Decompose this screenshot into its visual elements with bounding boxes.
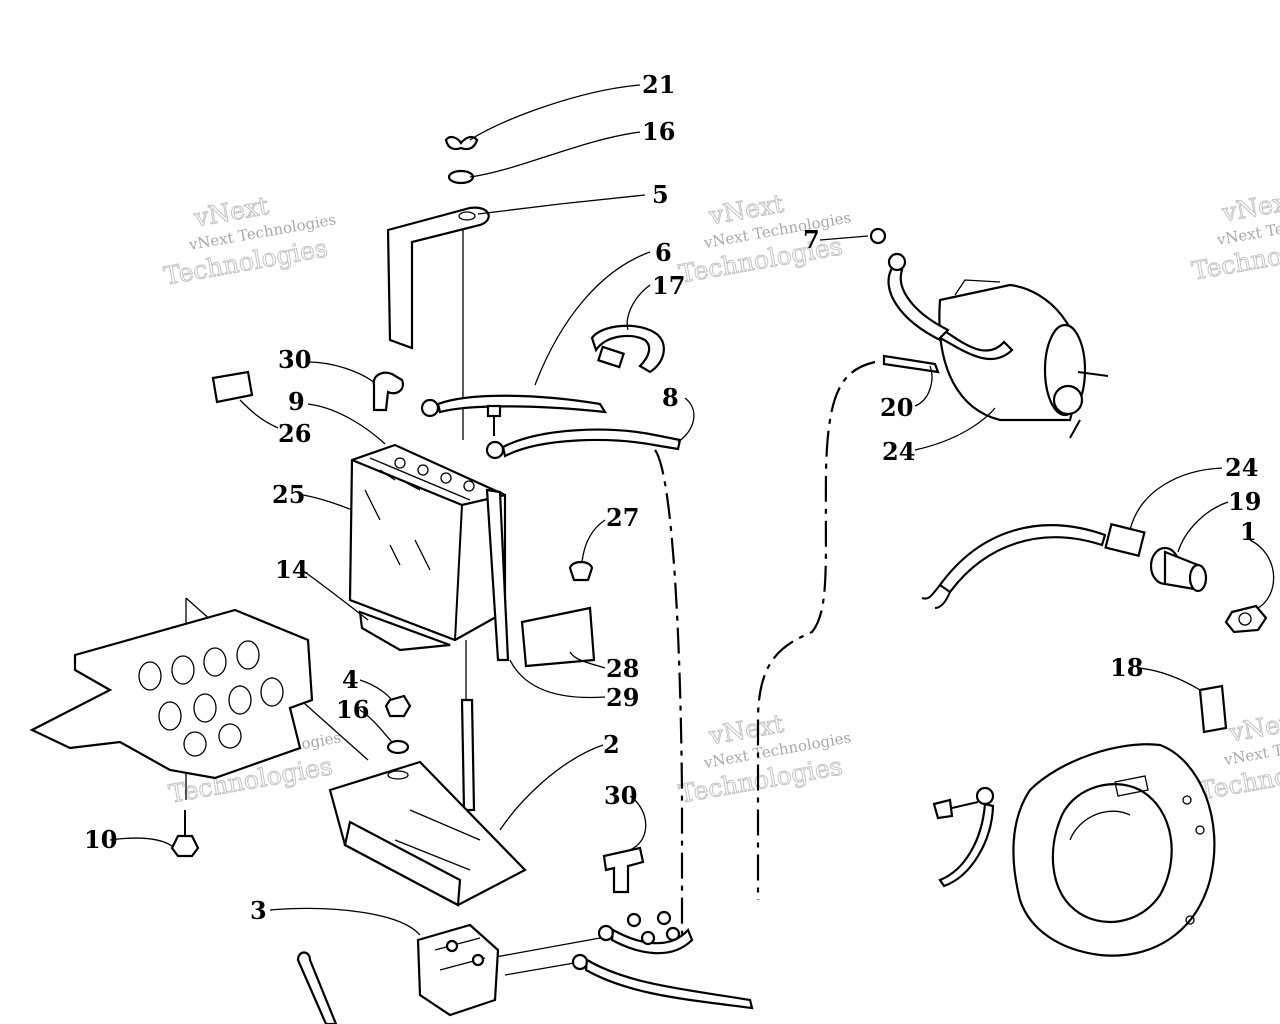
callout-18: 18 — [1110, 653, 1143, 682]
battery — [348, 443, 507, 642]
recoil-housing — [1012, 743, 1216, 957]
callout-1: 1 — [1240, 517, 1257, 546]
hold-down-bracket — [386, 206, 490, 350]
hex-bolt — [170, 810, 200, 858]
callout-2: 2 — [603, 730, 620, 759]
vent-tube-clip — [568, 560, 594, 582]
callout-16: 16 — [336, 695, 369, 724]
solenoid-cables — [571, 910, 754, 1010]
callout-10: 10 — [84, 825, 117, 854]
callout-24: 24 — [1225, 453, 1258, 482]
callout-6: 6 — [655, 238, 672, 267]
ground-cable — [932, 786, 995, 888]
foam-pad — [520, 606, 596, 668]
terminal-bolt — [486, 404, 502, 436]
callout-19: 19 — [1228, 487, 1261, 516]
hose-clamp — [590, 324, 665, 374]
starter-lead — [882, 354, 940, 374]
washer — [386, 739, 410, 755]
terminal-boot — [372, 371, 404, 412]
wiring-harness — [921, 522, 1146, 609]
callout-29: 29 — [606, 683, 639, 712]
callout-labels: 21 16 5 6 17 7 30 9 26 8 20 24 25 27 14 … — [84, 70, 1261, 925]
callout-27: 27 — [606, 503, 639, 532]
callout-25: 25 — [272, 480, 305, 509]
starter-motor — [887, 252, 1109, 439]
callout-24: 24 — [882, 437, 915, 466]
mounting-stud — [460, 698, 476, 812]
watermark-stamp: vNext — [1226, 706, 1280, 748]
callout-3: 3 — [250, 896, 267, 925]
callout-9: 9 — [288, 387, 305, 416]
harness-dashed-line — [756, 360, 876, 900]
decal — [1198, 684, 1228, 734]
battery-cable-negative — [485, 428, 682, 460]
callout-4: 4 — [342, 665, 359, 694]
callout-28: 28 — [606, 654, 639, 683]
starter-solenoid — [296, 923, 500, 1024]
battery-tray — [328, 760, 527, 907]
callout-17: 17 — [652, 271, 685, 300]
washer — [447, 169, 475, 185]
callout-16: 16 — [642, 117, 675, 146]
assembly-lines — [185, 222, 876, 976]
callout-14: 14 — [275, 555, 308, 584]
axis-line — [489, 937, 601, 959]
tee-connector — [602, 846, 645, 894]
nut — [869, 227, 887, 245]
watermark-group: vNext vNext Technologies Technologies vN… — [161, 185, 1280, 809]
callout-20: 20 — [880, 393, 913, 422]
leader-lines — [109, 84, 1275, 936]
key-switch — [1149, 546, 1208, 593]
callout-26: 26 — [278, 419, 311, 448]
nut — [384, 694, 412, 718]
callout-7: 7 — [803, 225, 820, 254]
battery-strap — [485, 488, 510, 662]
harness-dashed-line — [654, 449, 684, 940]
battery-pad — [358, 610, 451, 652]
wing-nut — [444, 135, 479, 151]
callout-30: 30 — [278, 345, 311, 374]
hex-nut — [1224, 604, 1268, 634]
axis-line — [504, 961, 581, 976]
chassis-mount-plate — [29, 608, 314, 780]
callout-21: 21 — [642, 70, 675, 99]
callout-5: 5 — [652, 180, 669, 209]
warning-label — [211, 370, 254, 404]
callout-30: 30 — [604, 781, 637, 810]
callout-8: 8 — [662, 383, 679, 412]
battery-cable-positive — [420, 394, 608, 418]
